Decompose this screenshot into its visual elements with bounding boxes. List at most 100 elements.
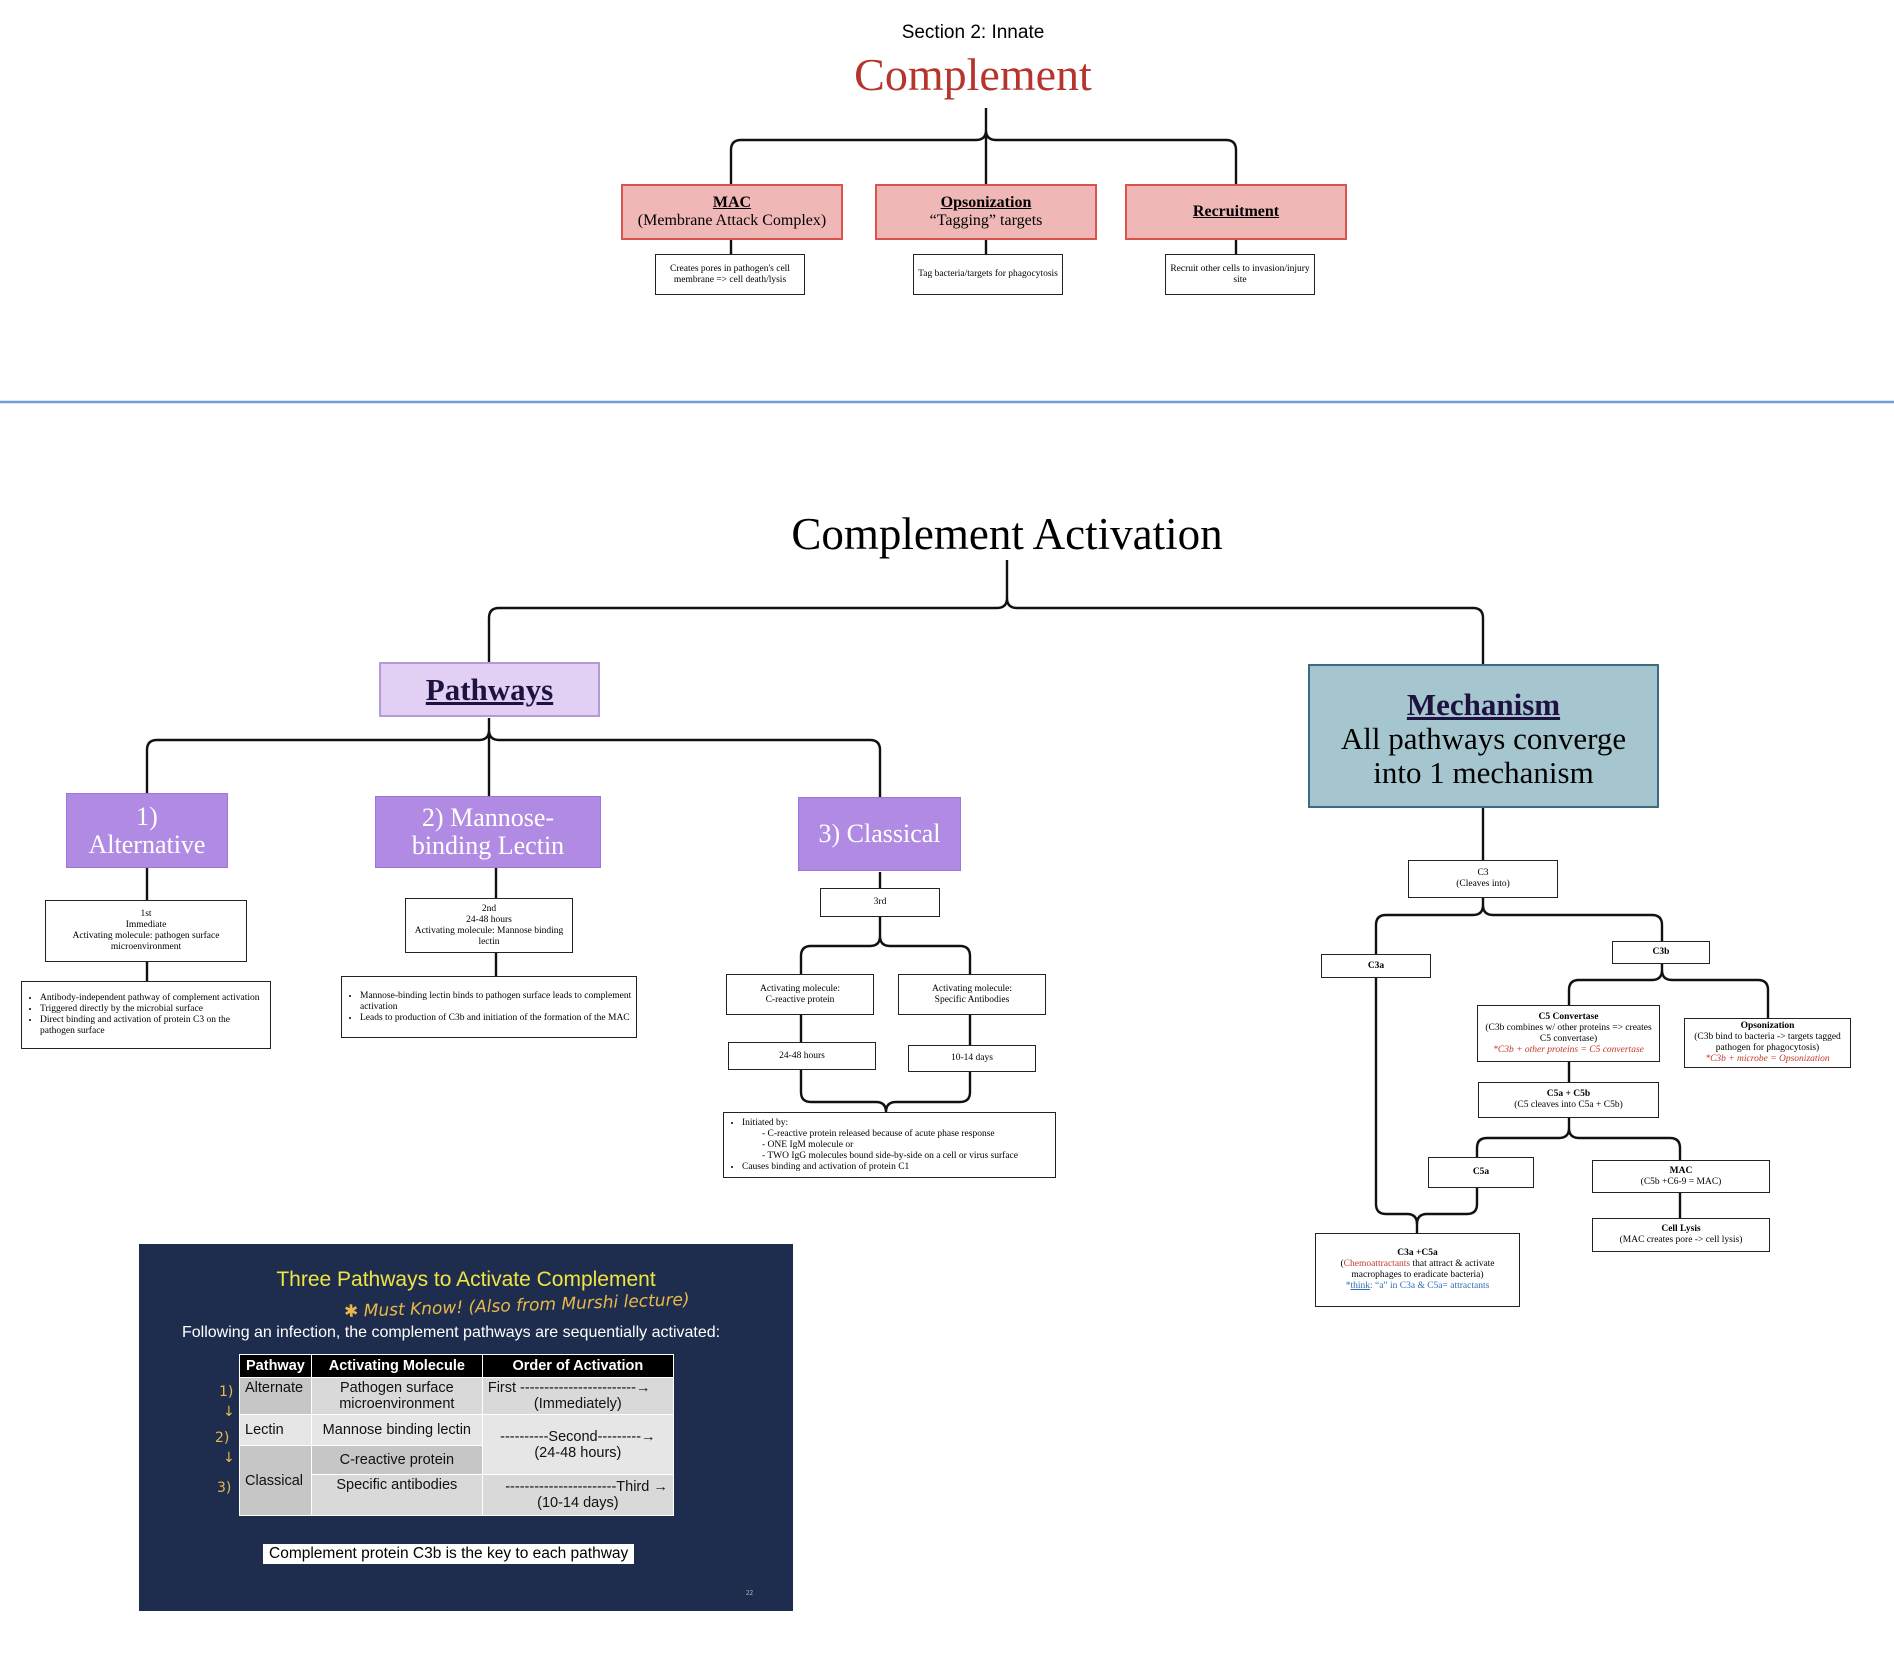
alt-detail-1: Antibody-independent pathway of compleme… <box>40 993 266 1004</box>
pathway-classical: 3) Classical <box>798 797 961 871</box>
lectin-summary-3: Activating molecule: Mannose binding lec… <box>414 925 564 947</box>
c3-title: C3 <box>1477 868 1489 878</box>
c5a-label: C5a <box>1472 1167 1490 1177</box>
row-classical-pathway: Classical <box>239 1445 312 1516</box>
alt-summary-3: Activating molecule: pathogen surface mi… <box>72 931 220 952</box>
row-lectin-order-2: (24-48 hours) <box>534 1444 622 1461</box>
row-alternate-molecule: Pathogen surface microenvironment <box>310 1377 483 1415</box>
classical-summary-1: 3rd <box>873 897 887 907</box>
mac-mech-desc: (C5b +C6-9 = MAC) <box>1640 1176 1722 1187</box>
c5-convertase-box: C5 Convertase (C3b combines w/ other pro… <box>1477 1005 1660 1062</box>
slide-title: Three Pathways to Activate Complement <box>276 1268 656 1291</box>
handwritten-mark-3: 3) <box>217 1480 232 1496</box>
lectin-detail: Mannose-binding lectin binds to pathogen… <box>341 976 637 1038</box>
table-header-pathway: Pathway <box>239 1354 312 1378</box>
pathways-heading-box: Pathways <box>379 662 600 717</box>
pathway-lectin: 2) Mannose- binding Lectin <box>375 796 601 868</box>
alt-summary-2: Immediate <box>125 920 167 930</box>
mechanism-line1: All pathways converge <box>1340 721 1627 756</box>
alternative-summary: 1st Immediate Activating molecule: patho… <box>45 900 247 962</box>
mac-mech-title: MAC <box>1669 1165 1693 1176</box>
alt-summary-1: 1st <box>140 909 152 919</box>
recruitment-note: Recruit other cells to invasion/injury s… <box>1165 254 1315 295</box>
pathway-alternative: 1) Alternative <box>66 793 228 868</box>
classical-detail-sub-2: - ONE IgM molecule or <box>762 1139 854 1150</box>
section-label: Section 2: Innate <box>901 22 1045 43</box>
opsonization-note: Tag bacteria/targets for phagocytosis <box>913 254 1063 295</box>
row-alternate-pathway: Alternate <box>239 1377 312 1415</box>
c3a-c5a-hint: : “a” in C3a & C5a= attractants <box>1369 1281 1490 1291</box>
opsonization-mech-title: Opsonization <box>1740 1021 1795 1031</box>
mechanism-heading: Mechanism <box>1406 687 1561 722</box>
c5-convertase-title: C5 Convertase <box>1538 1011 1599 1022</box>
pathway-lectin-line2: binding Lectin <box>411 831 565 860</box>
c3a-c5a-open: ( <box>1340 1259 1344 1269</box>
table-header-molecule: Activating Molecule <box>310 1354 483 1378</box>
row-alternate-order: First ------------------------→ (Immedia… <box>481 1377 674 1415</box>
mac-note: Creates pores in pathogen's cell membran… <box>655 254 805 295</box>
handwritten-arrow-1: ↓ <box>223 1404 235 1420</box>
row-lectin-pathway: Lectin <box>239 1414 312 1446</box>
page-title: Complement <box>854 49 1092 100</box>
handwritten-mark-2: 2) <box>215 1430 230 1446</box>
c5-convertase-note: *C3b + other proteins = C5 convertase <box>1493 1044 1644 1055</box>
c3b-label: C3b <box>1652 947 1670 957</box>
classical-detail-tail: Causes binding and activation of protein… <box>742 1162 909 1173</box>
c5a-c5b-title: C5a + C5b <box>1546 1089 1591 1099</box>
pathway-lectin-line1: 2) Mannose- <box>421 803 555 832</box>
c3a-c5a-desc: that attract & activate macrophages to e… <box>1351 1259 1495 1280</box>
row-classical-molecule-1: C-reactive protein <box>310 1445 483 1475</box>
lectin-detail-1: Mannose-binding lectin binds to pathogen… <box>360 991 632 1013</box>
classical-detail-head: Initiated by: <box>742 1118 788 1129</box>
row-alternate-order-1: First ------------------------→ <box>487 1380 651 1396</box>
mechanism-box: Mechanism All pathways converge into 1 m… <box>1308 664 1659 808</box>
row-lectin-molecule: Mannose binding lectin <box>310 1414 483 1446</box>
mac-card: MAC (Membrane Attack Complex) <box>621 184 843 240</box>
handwritten-mark-1: 1) <box>219 1384 234 1400</box>
c3a-c5a-hint-link[interactable]: think <box>1350 1281 1370 1291</box>
antibody-molecule-line1: Activating molecule: <box>932 983 1012 994</box>
c3a-box: C3a <box>1321 954 1431 978</box>
c3-box: C3 (Cleaves into) <box>1408 860 1558 898</box>
mechanism-line2: into 1 mechanism <box>1373 755 1594 790</box>
pathways-heading: Pathways <box>425 672 554 707</box>
lectin-summary-2: 24-48 hours <box>466 914 512 925</box>
mac-heading: MAC <box>712 194 752 211</box>
cell-lysis-title: Cell Lysis <box>1661 1224 1701 1234</box>
opsonization-mech-desc: (C3b bind to bacteria -> targets tagged … <box>1694 1032 1841 1053</box>
classical-detail-sub-1: - C-reactive protein released because of… <box>762 1128 995 1139</box>
row-classical-order-2: (10-14 days) <box>537 1495 619 1511</box>
lecture-slide: Three Pathways to Activate Complement ✱ … <box>139 1244 793 1611</box>
slide-intro: Following an infection, the complement p… <box>182 1324 721 1341</box>
opsonization-subheading: “Tagging” targets <box>929 212 1043 229</box>
classical-antibody-molecule: Activating molecule: Specific Antibodies <box>898 974 1046 1015</box>
alt-detail-2: Triggered directly by the microbial surf… <box>40 1004 266 1015</box>
table-row: Classical C-reactive protein <box>239 1445 674 1516</box>
mac-subheading: (Membrane Attack Complex) <box>637 212 827 229</box>
cell-lysis-box: Cell Lysis (MAC creates pore -> cell lys… <box>1592 1218 1770 1252</box>
classical-crp-molecule: Activating molecule: C-reactive protein <box>726 974 874 1015</box>
opsonization-heading: Opsonization <box>940 194 1032 211</box>
c3a-c5a-box: C3a +C5a (Chemoattractants that attract … <box>1315 1233 1520 1307</box>
crp-molecule-line1: Activating molecule: <box>760 983 840 994</box>
c3a-c5a-chemo: Chemoattractants <box>1343 1259 1411 1269</box>
pathway-table: Pathway Activating Molecule Order of Act… <box>239 1354 674 1516</box>
c5-convertase-desc: (C3b combines w/ other proteins => creat… <box>1485 1022 1652 1044</box>
classical-summary: 3rd <box>820 888 940 917</box>
slide-footer: Complement protein C3b is the key to eac… <box>263 1544 635 1564</box>
c3-sub: (Cleaves into) <box>1456 879 1510 889</box>
slide-handwritten-note: ✱ Must Know! (Also from Murshi lecture) <box>343 1289 690 1323</box>
c3a-label: C3a <box>1367 960 1385 971</box>
c3a-c5a-title: C3a +C5a <box>1397 1248 1438 1258</box>
classical-antibody-time: 10-14 days <box>908 1045 1036 1072</box>
row-classical-molecule-2: Specific antibodies <box>310 1474 483 1516</box>
alternative-detail: Antibody-independent pathway of compleme… <box>21 981 271 1049</box>
opsonization-mech-note: *C3b + microbe = Opsonization <box>1705 1054 1830 1064</box>
c5a-c5b-box: C5a + C5b (C5 cleaves into C5a + C5b) <box>1478 1082 1659 1118</box>
row-lectin-order: ----------Second---------→ (24-48 hours) <box>481 1414 674 1475</box>
pathway-alternative-line2: Alternative <box>88 829 206 859</box>
lectin-summary-1: 2nd <box>481 903 497 914</box>
c3b-box: C3b <box>1612 941 1710 964</box>
handwritten-arrow-2: ↓ <box>223 1450 235 1466</box>
classical-detail: Initiated by: - C-reactive protein relea… <box>723 1112 1056 1178</box>
